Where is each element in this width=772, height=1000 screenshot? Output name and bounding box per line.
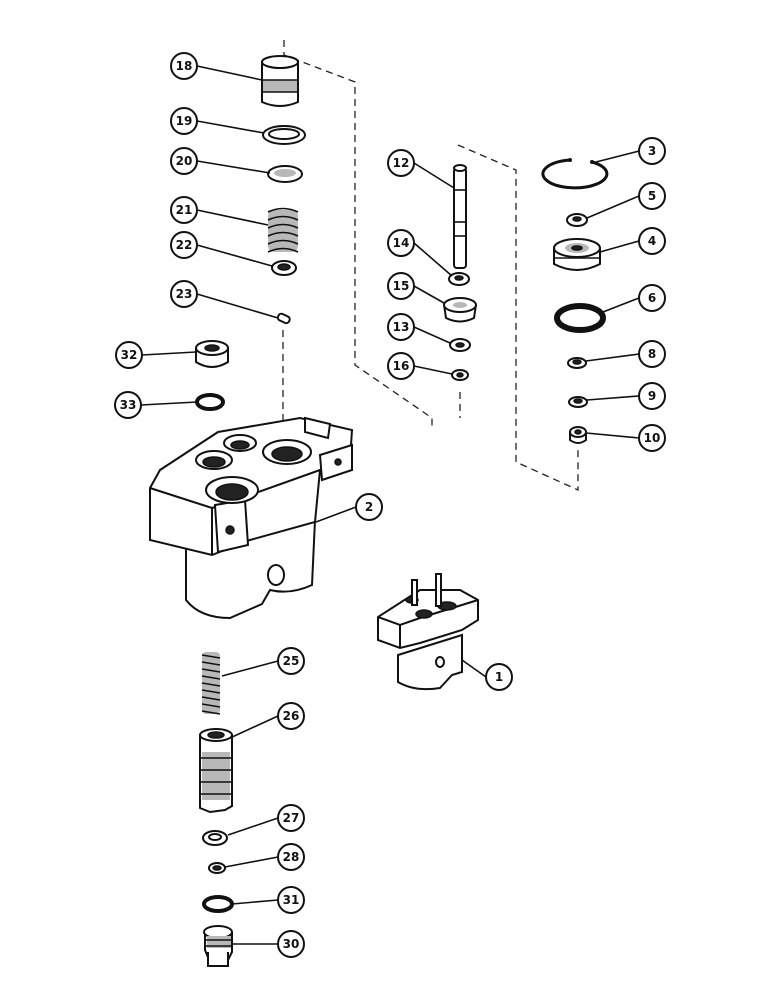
svg-text:2: 2: [365, 500, 373, 514]
svg-text:31: 31: [283, 893, 300, 907]
svg-text:1: 1: [495, 670, 503, 684]
svg-text:15: 15: [393, 279, 410, 293]
part-33-o-ring: [195, 393, 225, 411]
callout-9: 9: [638, 382, 666, 410]
svg-text:26: 26: [283, 709, 300, 723]
svg-text:20: 20: [176, 154, 193, 168]
svg-text:4: 4: [648, 234, 656, 248]
callout-32: 32: [115, 341, 143, 369]
svg-text:28: 28: [283, 850, 300, 864]
callout-4: 4: [638, 227, 666, 255]
callout-8: 8: [638, 340, 666, 368]
svg-text:21: 21: [176, 203, 193, 217]
part-22-washer: [271, 260, 297, 276]
svg-text:27: 27: [283, 811, 300, 825]
callout-26: 26: [277, 702, 305, 730]
part-20-ring: [267, 165, 303, 183]
part-3-snap-ring: [541, 158, 609, 190]
part-16-clip: [451, 369, 469, 381]
part-15-cap: [443, 297, 477, 323]
svg-text:14: 14: [393, 236, 410, 250]
callout-23: 23: [170, 280, 198, 308]
svg-text:22: 22: [176, 238, 193, 252]
part-32-plug: [195, 340, 229, 368]
part-12-spool-rod: [453, 164, 467, 269]
part-5-washer: [566, 213, 588, 227]
svg-text:9: 9: [648, 389, 656, 403]
leader-lines: [140, 65, 640, 945]
part-30-plug: [203, 925, 233, 967]
callout-31: 31: [277, 886, 305, 914]
callout-15: 15: [387, 272, 415, 300]
callout-2: 2: [355, 493, 383, 521]
svg-text:12: 12: [393, 156, 410, 170]
part-26-spool: [199, 728, 233, 814]
part-8-washer: [567, 357, 587, 369]
assembly-guide-lines: [282, 40, 579, 492]
svg-text:8: 8: [648, 347, 656, 361]
part-28-washer: [208, 862, 226, 874]
part-21-spring: [267, 207, 299, 253]
svg-text:18: 18: [176, 59, 193, 73]
part-6-o-ring: [554, 303, 606, 333]
svg-text:30: 30: [283, 937, 300, 951]
part-27-washer: [202, 830, 228, 846]
svg-text:33: 33: [120, 398, 137, 412]
callout-5: 5: [638, 182, 666, 210]
svg-text:5: 5: [648, 189, 656, 203]
part-18-sleeve: [261, 55, 299, 107]
svg-text:23: 23: [176, 287, 193, 301]
part-14-ring: [448, 272, 470, 286]
callout-6: 6: [638, 284, 666, 312]
svg-text:25: 25: [283, 654, 300, 668]
callout-1: 1: [485, 663, 513, 691]
svg-text:13: 13: [393, 320, 410, 334]
part-4-cap: [553, 238, 601, 271]
part-13-washer: [449, 338, 471, 352]
callout-10: 10: [638, 424, 666, 452]
callout-3: 3: [638, 137, 666, 165]
callout-28: 28: [277, 843, 305, 871]
callout-25: 25: [277, 647, 305, 675]
callout-33: 33: [114, 391, 142, 419]
callout-27: 27: [277, 804, 305, 832]
callout-20: 20: [170, 147, 198, 175]
part-25-spring: [201, 652, 221, 715]
svg-text:32: 32: [121, 348, 138, 362]
callout-16: 16: [387, 352, 415, 380]
callout-12: 12: [387, 149, 415, 177]
callout-22: 22: [170, 231, 198, 259]
callout-21: 21: [170, 196, 198, 224]
part-1-valve-assembly: [377, 573, 479, 691]
svg-text:3: 3: [648, 144, 656, 158]
svg-text:16: 16: [393, 359, 410, 373]
part-19-ring: [262, 125, 306, 145]
callout-19: 19: [170, 107, 198, 135]
callout-14: 14: [387, 229, 415, 257]
part-10-bushing: [569, 426, 587, 444]
svg-text:6: 6: [648, 291, 656, 305]
part-23-pin: [276, 312, 291, 325]
part-2-valve-housing: [149, 416, 354, 620]
callout-30: 30: [277, 930, 305, 958]
callout-18: 18: [170, 52, 198, 80]
part-31-o-ring: [202, 895, 234, 913]
part-9-washer: [568, 396, 588, 408]
svg-text:10: 10: [644, 431, 661, 445]
callout-13: 13: [387, 313, 415, 341]
svg-text:19: 19: [176, 114, 193, 128]
